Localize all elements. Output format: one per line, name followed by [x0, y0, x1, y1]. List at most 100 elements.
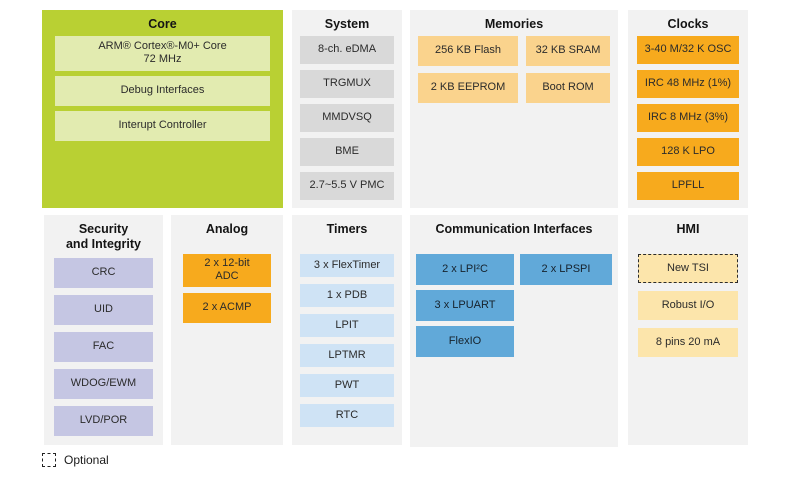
block-label: Boot ROM: [542, 81, 594, 94]
block-label: TRGMUX: [323, 77, 371, 90]
system-blocks: 8-ch. eDMA TRGMUX MMDVSQ BME 2.7~5.5 V P…: [292, 32, 402, 200]
panel-timers-title: Timers: [326, 222, 368, 236]
dashed-box-icon: [42, 453, 56, 467]
block-label: 2 x LPSPI: [541, 262, 591, 275]
panel-memories-title: Memories: [484, 17, 544, 31]
block-label: WDOG/EWM: [70, 376, 137, 389]
security-blocks: CRC UID FAC WDOG/EWM LVD/POR: [44, 252, 163, 436]
block-label: New TSI: [667, 261, 709, 274]
block-robust-io: Robust I/O: [638, 290, 738, 320]
block-lptmr: LPTMR: [300, 343, 394, 367]
block-eeprom: 2 KB EEPROM: [418, 72, 518, 103]
panel-core-title: Core: [148, 17, 177, 31]
block-wdog-ewm: WDOG/EWM: [54, 368, 153, 399]
timers-blocks: 3 x FlexTimer 1 x PDB LPIT LPTMR PWT RTC: [292, 237, 402, 427]
block-rtc: RTC: [300, 403, 394, 427]
block-pdb: 1 x PDB: [300, 283, 394, 307]
block-label: LPTMR: [328, 348, 366, 361]
block-label: Robust I/O: [661, 298, 715, 311]
block-label: LVD/POR: [79, 413, 128, 426]
core-blocks: ARM® Cortex®-M0+ Core 72 MHz Debug Inter…: [42, 32, 283, 141]
block-flexio: FlexIO: [416, 325, 514, 357]
panel-analog-title: Analog: [205, 222, 249, 236]
block-lpit: LPIT: [300, 313, 394, 337]
block-label: ARM® Cortex®-M0+ Core: [98, 40, 227, 53]
panel-communication-interfaces: Communication Interfaces 2 x LPI²C 2 x L…: [410, 215, 618, 447]
block-8-pins-20ma: 8 pins 20 mA: [638, 327, 738, 357]
panel-title-line2: and Integrity: [65, 236, 141, 251]
block-label: 8 pins 20 mA: [655, 335, 721, 348]
block-label: 2 x LPI²C: [442, 262, 488, 275]
block-label: 3 x LPUART: [434, 298, 496, 311]
block-label: CRC: [91, 265, 116, 278]
block-sram: 32 KB SRAM: [526, 35, 610, 66]
panel-clocks-title: Clocks: [667, 17, 709, 31]
panel-title-line1: Security: [78, 222, 129, 236]
block-label: 2 x 12-bit: [204, 257, 250, 270]
block-lvd-por: LVD/POR: [54, 405, 153, 436]
block-label: UID: [94, 302, 113, 315]
block-label: 8-ch. eDMA: [317, 43, 377, 56]
block-flextimer: 3 x FlexTimer: [300, 253, 394, 277]
panel-security-title: Security and Integrity: [44, 215, 163, 252]
analog-blocks: 2 x 12-bit ADC 2 x ACMP: [171, 237, 283, 323]
block-crc: CRC: [54, 257, 153, 288]
panel-clocks: Clocks 3-40 M/32 K OSC IRC 48 MHz (1%) I…: [628, 10, 748, 208]
block-lpi2c: 2 x LPI²C: [416, 253, 514, 285]
block-lpo: 128 K LPO: [637, 137, 739, 166]
block-label: LPIT: [335, 318, 359, 331]
memories-blocks: 256 KB Flash 32 KB SRAM 2 KB EEPROM Boot…: [410, 32, 618, 103]
panel-memories: Memories 256 KB Flash 32 KB SRAM 2 KB EE…: [410, 10, 618, 208]
block-label: FAC: [92, 339, 115, 352]
panel-core: Core ARM® Cortex®-M0+ Core 72 MHz Debug …: [42, 10, 283, 208]
block-label: 1 x PDB: [326, 288, 368, 301]
block-acmp: 2 x ACMP: [183, 292, 271, 323]
block-label: 3-40 M/32 K OSC: [644, 43, 732, 56]
panel-hmi: HMI New TSI Robust I/O 8 pins 20 mA: [628, 215, 748, 445]
block-uid: UID: [54, 294, 153, 325]
block-label: Interupt Controller: [118, 119, 207, 132]
block-label-line2: 72 MHz: [143, 53, 182, 66]
block-label: 32 KB SRAM: [535, 44, 601, 57]
block-label: 128 K LPO: [661, 145, 715, 158]
block-trgmux: TRGMUX: [300, 69, 394, 98]
legend-optional: Optional: [42, 453, 109, 467]
panel-hmi-title: HMI: [676, 222, 700, 236]
panel-system: System 8-ch. eDMA TRGMUX MMDVSQ BME 2.7~…: [292, 10, 402, 208]
panel-comm-title: Communication Interfaces: [435, 222, 593, 236]
panel-system-title: System: [324, 17, 370, 31]
block-label: BME: [335, 145, 359, 158]
block-irc-8mhz: IRC 8 MHz (3%): [637, 103, 739, 132]
clocks-blocks: 3-40 M/32 K OSC IRC 48 MHz (1%) IRC 8 MH…: [628, 32, 748, 200]
block-edma: 8-ch. eDMA: [300, 35, 394, 64]
block-lpfll: LPFLL: [637, 171, 739, 200]
block-label: IRC 8 MHz (3%): [647, 111, 729, 124]
block-label: 256 KB Flash: [434, 44, 502, 57]
block-label: RTC: [335, 408, 359, 421]
block-interrupt-controller: Interupt Controller: [55, 110, 270, 141]
block-label: 2 x ACMP: [202, 301, 252, 314]
block-label: 2 KB EEPROM: [430, 81, 506, 94]
panel-timers: Timers 3 x FlexTimer 1 x PDB LPIT LPTMR …: [292, 215, 402, 445]
block-label: 3 x FlexTimer: [313, 258, 381, 271]
block-label: 2.7~5.5 V PMC: [309, 179, 385, 192]
block-mmdvsq: MMDVSQ: [300, 103, 394, 132]
hmi-blocks: New TSI Robust I/O 8 pins 20 mA: [628, 237, 748, 357]
block-new-tsi: New TSI: [638, 253, 738, 283]
block-label: IRC 48 MHz (1%): [644, 77, 732, 90]
block-label: PWT: [334, 378, 360, 391]
block-label-line2: ADC: [215, 270, 239, 283]
panel-analog: Analog 2 x 12-bit ADC 2 x ACMP: [171, 215, 283, 445]
block-osc: 3-40 M/32 K OSC: [637, 35, 739, 64]
block-label: MMDVSQ: [322, 111, 372, 124]
block-flash: 256 KB Flash: [418, 35, 518, 66]
block-boot-rom: Boot ROM: [526, 72, 610, 103]
block-debug-interfaces: Debug Interfaces: [55, 75, 270, 106]
block-bme: BME: [300, 137, 394, 166]
panel-security-and-integrity: Security and Integrity CRC UID FAC WDOG/…: [44, 215, 163, 445]
block-lpuart: 3 x LPUART: [416, 289, 514, 321]
block-pwt: PWT: [300, 373, 394, 397]
block-label: LPFLL: [671, 179, 705, 192]
block-arm-cortex-m0-core: ARM® Cortex®-M0+ Core 72 MHz: [55, 35, 270, 71]
